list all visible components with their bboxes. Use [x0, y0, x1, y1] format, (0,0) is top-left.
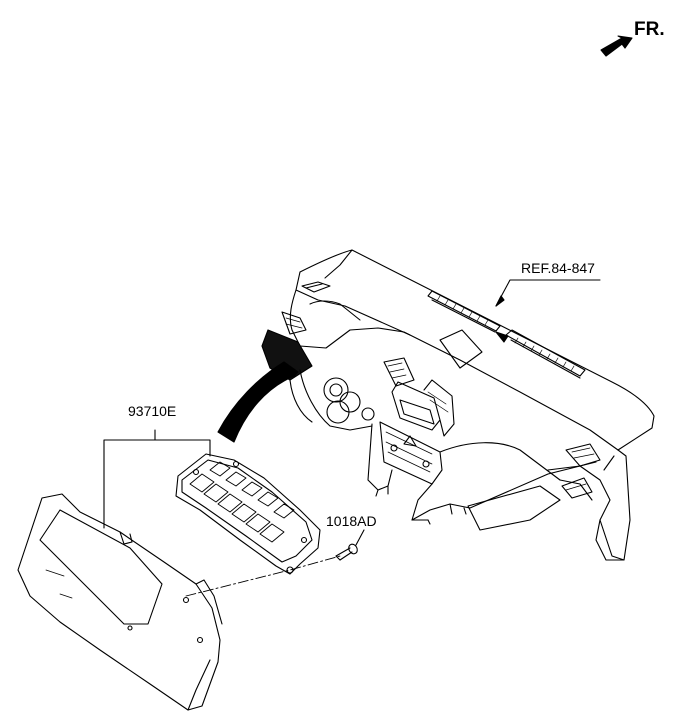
dashboard-panel	[261, 249, 655, 561]
ref-label: REF.84-847	[521, 260, 595, 276]
switch-assembly	[175, 453, 321, 575]
part-number-1018AD: 1018AD	[326, 513, 377, 529]
front-indicator-label: FR.	[634, 19, 665, 40]
insertion-arrow	[217, 361, 299, 443]
front-arrow-icon	[600, 35, 633, 57]
alignment-line	[185, 555, 341, 597]
part-number-93710E: 93710E	[128, 403, 177, 419]
part-bracket-93710E	[103, 439, 211, 529]
switch-button-icon	[189, 461, 295, 543]
screw-icon	[335, 543, 358, 561]
crash-pad-lower-panel	[17, 493, 223, 711]
screw-leader-line	[355, 529, 365, 546]
ref-leader-line	[495, 279, 601, 307]
